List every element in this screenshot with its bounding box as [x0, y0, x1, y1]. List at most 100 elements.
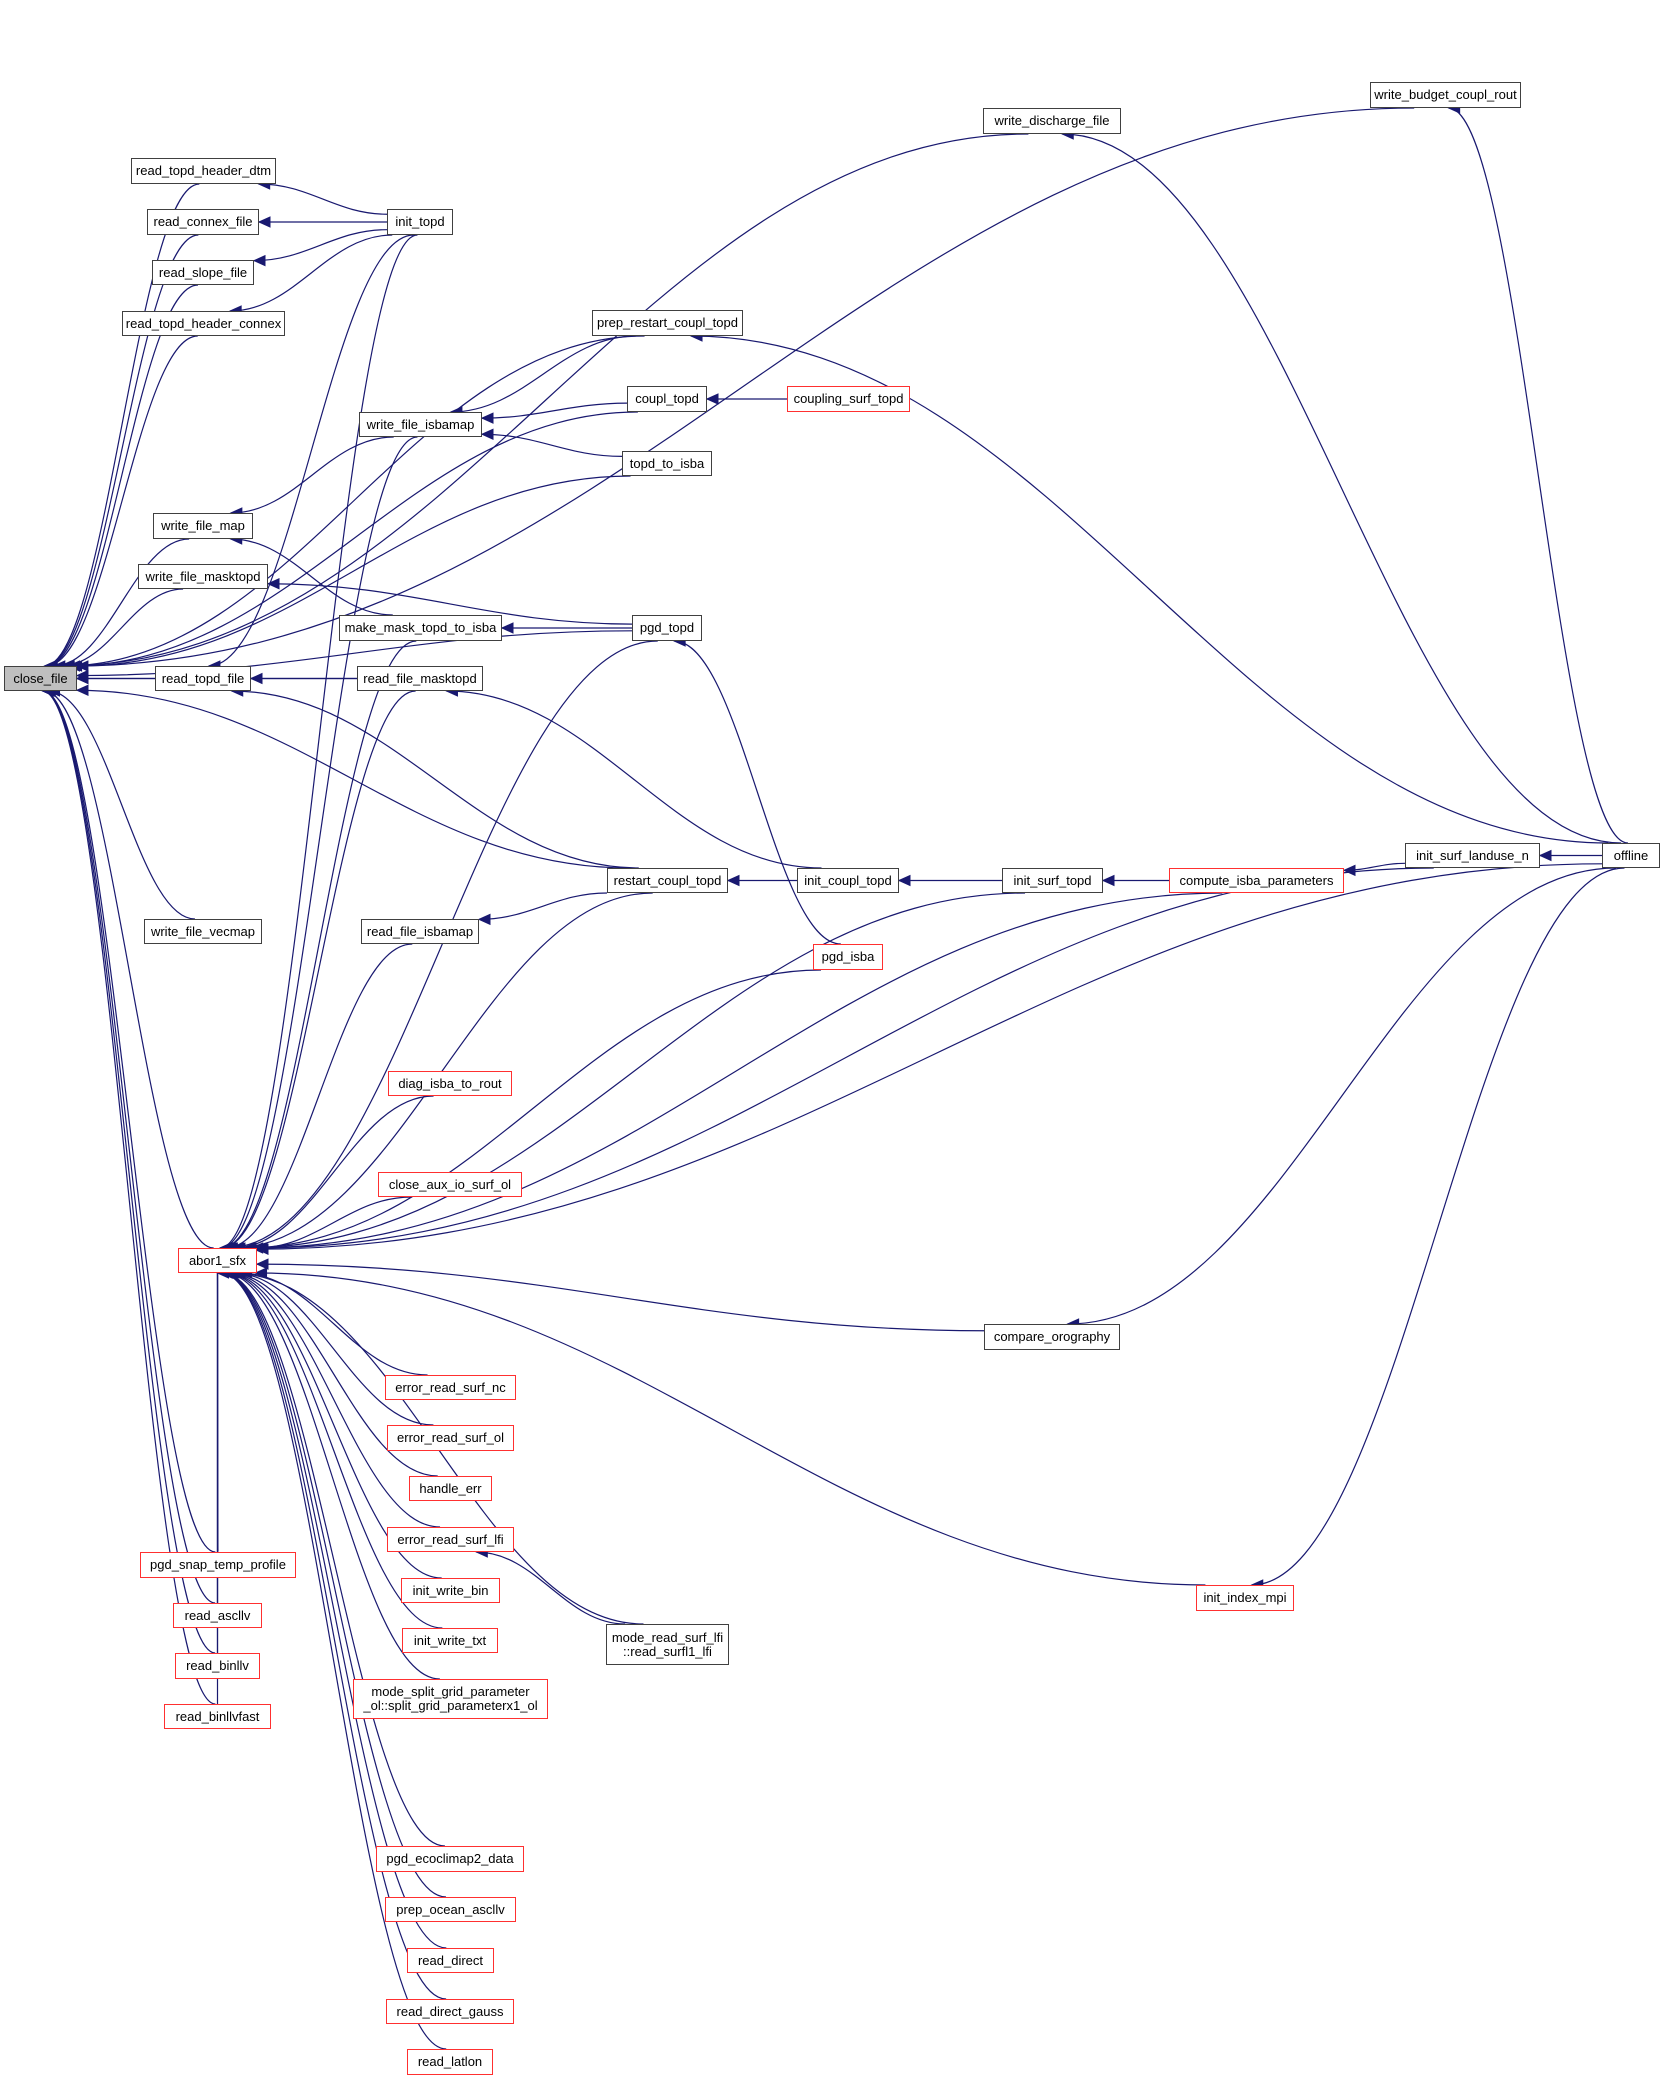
node-close-file: close_file	[4, 666, 77, 691]
node-handle-err[interactable]: handle_err	[409, 1476, 492, 1501]
call-edge-coupl_topd-to-write_file_isbamap	[481, 402, 628, 419]
node-error-read-surf-ol[interactable]: error_read_surf_ol	[387, 1425, 514, 1451]
node-coupl-topd[interactable]: coupl_topd	[627, 386, 707, 412]
call-edge-init_topd-to-read_slope_file	[253, 229, 388, 262]
node-read-slope-file[interactable]: read_slope_file	[152, 260, 254, 285]
node-read-ascllv[interactable]: read_ascllv	[173, 1603, 262, 1628]
node-coupling-surf-topd[interactable]: coupling_surf_topd	[787, 386, 910, 412]
node-read-binllv[interactable]: read_binllv	[175, 1653, 260, 1679]
node-read-file-isbamap[interactable]: read_file_isbamap	[361, 919, 479, 944]
node-topd-to-isba[interactable]: topd_to_isba	[622, 451, 712, 476]
node-mode-split-grid-parameter[interactable]: mode_split_grid_parameter _ol::split_gri…	[353, 1679, 548, 1719]
call-edge-coupl_topd-to-close_file	[68, 411, 638, 667]
call-edge-write_file_map-to-close_file	[53, 538, 190, 667]
node-read-topd-file[interactable]: read_topd_file	[155, 666, 251, 691]
arrowhead-icon	[726, 874, 740, 887]
call-edge-write_file_vecmap-to-close_file	[48, 690, 195, 920]
node-read-topd-header-dtm[interactable]: read_topd_header_dtm	[131, 158, 276, 184]
call-edge-handle_err-to-abor1_sfx	[230, 1272, 438, 1477]
node-write-file-isbamap[interactable]: write_file_isbamap	[359, 412, 482, 437]
node-error-read-surf-lfi[interactable]: error_read_surf_lfi	[387, 1527, 514, 1552]
node-compare-orography[interactable]: compare_orography	[984, 1324, 1120, 1350]
call-edge-offline-to-init_index_mpi	[1251, 867, 1625, 1586]
arrowhead-icon	[257, 216, 271, 228]
node-init-surf-topd[interactable]: init_surf_topd	[1002, 868, 1103, 893]
arrowhead-icon	[249, 672, 263, 685]
call-edge-mode_split_grid_parameter-to-abor1_sfx	[224, 1272, 440, 1680]
call-edge-write_file_isbamap-to-abor1_sfx	[220, 436, 418, 1249]
arrowhead-icon	[897, 874, 911, 887]
node-read-direct[interactable]: read_direct	[407, 1948, 494, 1973]
call-edge-topd_to_isba-to-close_file	[76, 475, 631, 667]
arrowhead-icon	[477, 913, 491, 926]
node-pgd-isba[interactable]: pgd_isba	[813, 944, 883, 970]
arrowhead-icon	[75, 669, 89, 682]
node-diag-isba-to-rout[interactable]: diag_isba_to_rout	[388, 1071, 512, 1096]
call-edge-pgd_isba-to-pgd_topd	[674, 640, 841, 945]
call-edge-read_slope_file-to-close_file	[45, 284, 199, 667]
call-edge-init_write_bin-to-abor1_sfx	[226, 1272, 442, 1579]
arrowhead-icon	[254, 1267, 268, 1279]
node-abor1-sfx[interactable]: abor1_sfx	[178, 1248, 257, 1273]
arrowhead-icon	[252, 254, 266, 267]
call-edge-init_topd-to-abor1_sfx	[219, 234, 418, 1249]
call-edge-pgd_ecoclimap2_data-to-abor1_sfx	[222, 1272, 445, 1847]
call-edge-read_ascllv-to-close_file	[42, 690, 216, 1604]
call-edge-error_read_surf_ol-to-abor1_sfx	[233, 1272, 434, 1426]
node-compute-isba-parameters[interactable]: compute_isba_parameters	[1169, 868, 1344, 893]
node-init-index-mpi[interactable]: init_index_mpi	[1196, 1585, 1294, 1611]
call-edge-write_discharge_file-to-close_file	[63, 133, 1029, 667]
node-prep-restart-coupl-topd[interactable]: prep_restart_coupl_topd	[592, 310, 743, 336]
node-write-file-vecmap[interactable]: write_file_vecmap	[144, 919, 262, 944]
call-edge-write_budget_coupl_rout-to-close_file	[70, 107, 1415, 667]
node-prep-ocean-ascllv[interactable]: prep_ocean_ascllv	[385, 1897, 516, 1922]
node-init-write-txt[interactable]: init_write_txt	[402, 1628, 498, 1653]
call-edge-error_read_surf_lfi-to-abor1_sfx	[227, 1272, 441, 1528]
node-write-file-map[interactable]: write_file_map	[153, 513, 253, 539]
node-pgd-topd[interactable]: pgd_topd	[632, 615, 702, 641]
arrowhead-icon	[75, 660, 89, 672]
node-read-binllvfast[interactable]: read_binllvfast	[164, 1704, 271, 1729]
call-edge-offline-to-write_discharge_file	[1062, 133, 1622, 844]
call-edge-init_topd-to-read_topd_file	[208, 234, 414, 667]
node-restart-coupl-topd[interactable]: restart_coupl_topd	[607, 868, 728, 893]
call-edge-init_coupl_topd-to-read_file_masktopd	[446, 690, 822, 869]
call-edge-restart_coupl_topd-to-read_file_isbamap	[478, 892, 608, 920]
call-edge-make_mask_topd_to_isba-to-abor1_sfx	[221, 640, 417, 1249]
node-init-topd[interactable]: init_topd	[387, 209, 453, 235]
node-offline[interactable]: offline	[1602, 843, 1660, 868]
node-write-file-masktopd[interactable]: write_file_masktopd	[138, 564, 268, 589]
node-read-connex-file[interactable]: read_connex_file	[147, 209, 259, 235]
call-edge-offline-to-prep_restart_coupl_topd	[691, 335, 1609, 844]
call-edge-init_topd-to-read_topd_header_connex	[230, 234, 393, 312]
call-edge-topd_to_isba-to-write_file_isbamap	[481, 433, 623, 457]
call-edge-compute_isba_parameters-to-abor1_sfx	[251, 892, 1223, 1249]
call-edge-offline-to-abor1_sfx	[256, 863, 1603, 1250]
arrowhead-icon	[255, 1243, 269, 1255]
node-read-file-masktopd[interactable]: read_file_masktopd	[357, 666, 483, 691]
node-write-discharge-file[interactable]: write_discharge_file	[983, 108, 1121, 134]
node-pgd-snap-temp-profile[interactable]: pgd_snap_temp_profile	[140, 1552, 296, 1578]
node-make-mask-topd-to-isba[interactable]: make_mask_topd_to_isba	[339, 615, 502, 641]
node-read-topd-header-connex[interactable]: read_topd_header_connex	[122, 311, 285, 336]
arrowhead-icon	[1538, 849, 1552, 862]
call-edge-read_topd_header_connex-to-close_file	[46, 335, 198, 667]
arrowhead-icon	[480, 412, 494, 424]
node-close-aux-io-surf-ol[interactable]: close_aux_io_surf_ol	[378, 1172, 522, 1197]
node-pgd-ecoclimap2-data[interactable]: pgd_ecoclimap2_data	[376, 1846, 524, 1872]
node-read-latlon[interactable]: read_latlon	[407, 2049, 493, 2075]
node-init-coupl-topd[interactable]: init_coupl_topd	[797, 868, 899, 893]
node-error-read-surf-nc[interactable]: error_read_surf_nc	[385, 1375, 516, 1400]
call-edge-offline-to-write_budget_coupl_rout	[1448, 107, 1628, 844]
node-read-direct-gauss[interactable]: read_direct_gauss	[386, 1999, 514, 2024]
call-edge-read_binllvfast-to-close_file	[42, 690, 216, 1705]
node-init-surf-landuse-n[interactable]: init_surf_landuse_n	[1405, 843, 1540, 868]
node-write-budget-coupl-rout[interactable]: write_budget_coupl_rout	[1370, 82, 1521, 108]
call-edge-restart_coupl_topd-to-read_topd_file	[231, 690, 639, 869]
call-edge-read_connex_file-to-close_file	[44, 234, 199, 667]
node-mode-read-surf-lfi[interactable]: mode_read_surf_lfi ::read_surfl1_lfi	[606, 1624, 729, 1665]
node-init-write-bin[interactable]: init_write_bin	[401, 1578, 500, 1603]
call-edge-read_binllv-to-close_file	[42, 690, 216, 1654]
